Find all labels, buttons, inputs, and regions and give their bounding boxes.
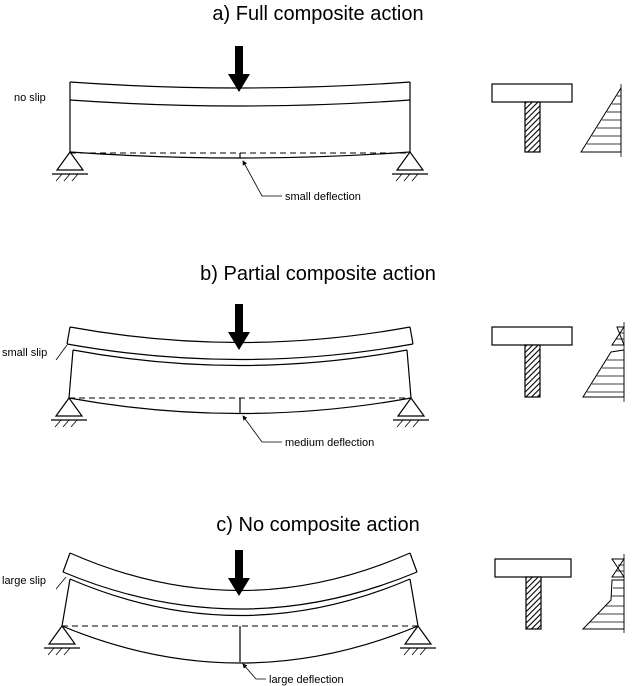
panel-partial-composite: b) Partial composite action: [2, 263, 625, 449]
leader-line: [242, 663, 266, 680]
slab-left-end: [66, 326, 71, 345]
slab-steel-interface: [69, 99, 411, 107]
slab-right-end: [409, 326, 414, 345]
pin-support-icon: [51, 396, 87, 428]
pin-support-icon: [400, 624, 436, 656]
steel-right-end: [406, 349, 412, 399]
t-section-icon: [491, 83, 573, 153]
deflection-label: medium deflection: [285, 437, 374, 449]
steel-left-end: [61, 578, 71, 627]
panel-title: b) Partial composite action: [200, 263, 436, 285]
strain-diagram-icon: [580, 84, 622, 157]
slab-left-end: [62, 552, 71, 573]
beam-bottom-edge: [61, 625, 419, 664]
down-arrow-icon: [228, 550, 250, 596]
slip-label: small slip: [2, 347, 47, 359]
beam-partial-composite: [66, 326, 414, 415]
deflection-label: small deflection: [285, 191, 361, 203]
panel-title: a) Full composite action: [212, 3, 423, 25]
pin-support-icon: [393, 396, 429, 428]
strain-diagram-icon: [582, 322, 625, 402]
down-arrow-icon: [228, 46, 250, 92]
steel-left-end: [68, 349, 74, 399]
t-section-icon: [491, 326, 573, 398]
slip-label: large slip: [2, 575, 46, 587]
panel-no-composite: c) No composite action: [2, 514, 625, 686]
strain-diagram-icon: [581, 554, 625, 633]
deflection-label: large deflection: [269, 674, 344, 686]
slab-right-end: [409, 552, 418, 573]
leader-line: [242, 160, 282, 197]
pin-support-icon: [392, 150, 428, 182]
t-section-icon: [494, 558, 572, 630]
slab-bottom-edge: [62, 571, 418, 610]
slip-leader-line: [55, 344, 68, 361]
panel-title: c) No composite action: [216, 514, 419, 536]
steel-top-edge: [72, 349, 408, 367]
leader-line: [242, 415, 282, 443]
panel-full-composite: a) Full composite action: [14, 3, 622, 203]
steel-top-edge: [69, 578, 411, 616]
pin-support-icon: [52, 150, 88, 182]
steel-right-end: [409, 578, 419, 627]
slab-bottom-edge: [66, 343, 414, 361]
down-arrow-icon: [228, 304, 250, 350]
slip-leader-line: [55, 576, 67, 590]
beam-no-composite: [61, 552, 419, 664]
slip-label: no slip: [14, 92, 46, 104]
beam-full-composite: [69, 81, 411, 159]
pin-support-icon: [44, 624, 80, 656]
